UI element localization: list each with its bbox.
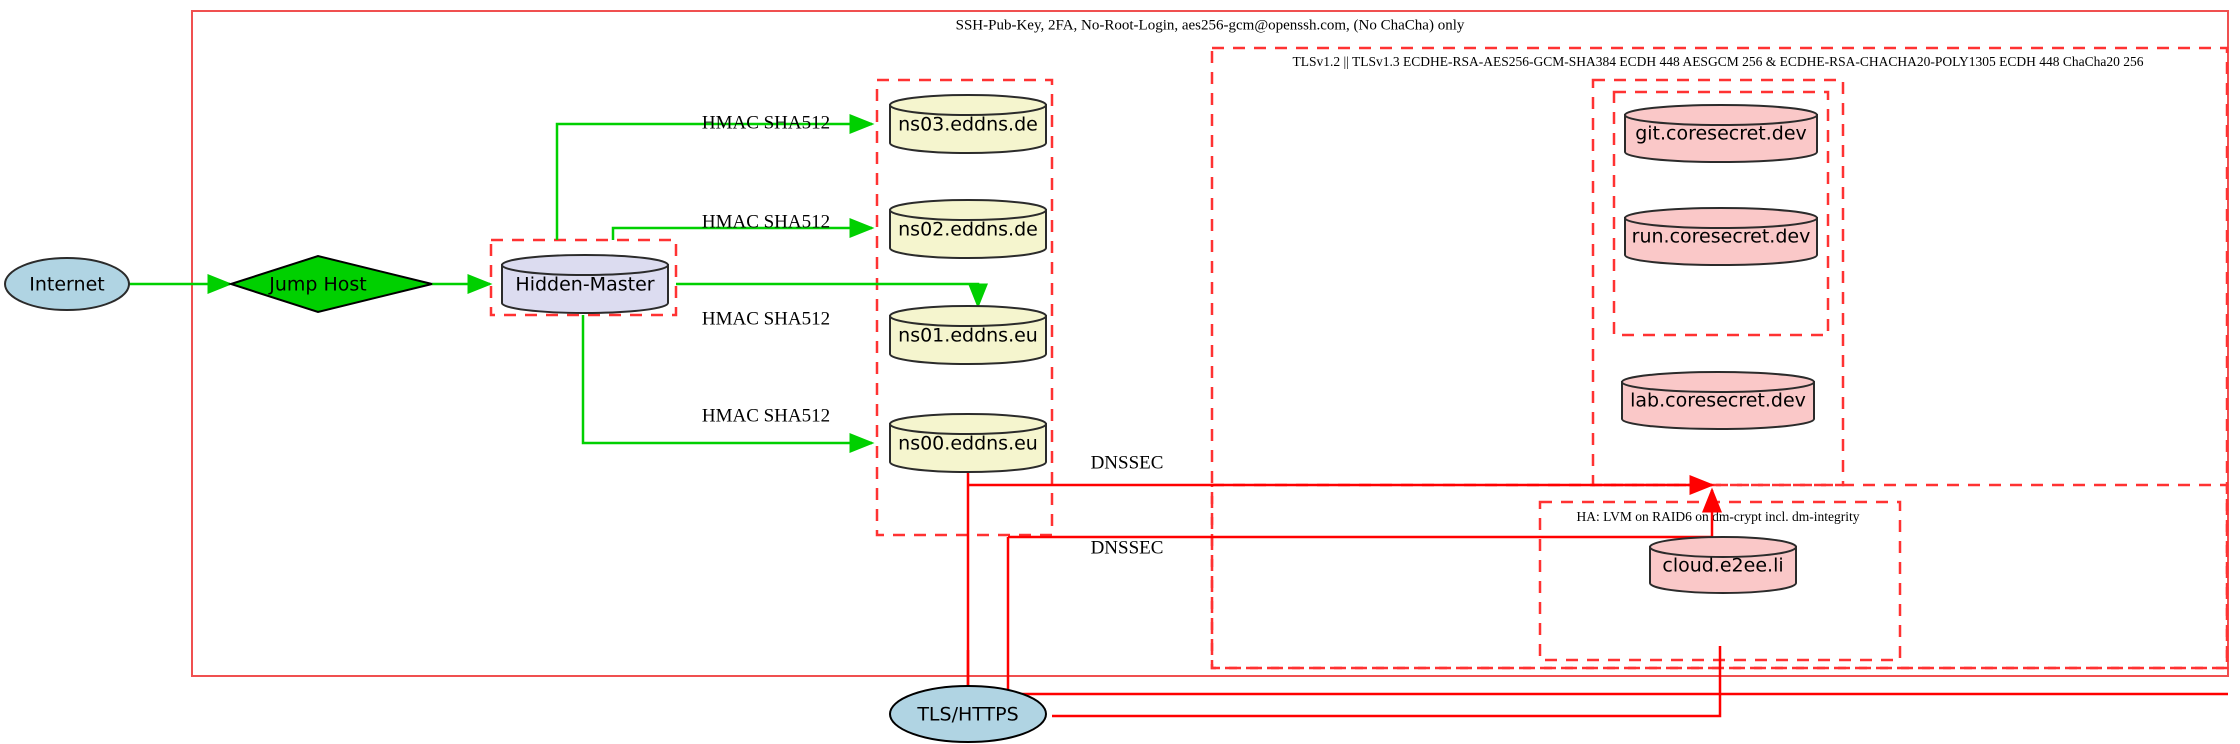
edge-hiddenmaster-ns03 [555, 114, 875, 240]
node-jump-host-label: Jump Host [268, 274, 367, 296]
ssh-boundary-frame [191, 10, 2229, 677]
edge-label-hmac-ns00: HMAC SHA512 [702, 405, 830, 426]
node-ns00-label: ns00.eddns.eu [898, 433, 1038, 455]
node-ns00[interactable]: ns00.eddns.eu [889, 413, 1047, 473]
edge-label-hmac-ns01: HMAC SHA512 [702, 308, 830, 329]
node-internet-label: Internet [29, 274, 104, 296]
node-tls-https[interactable]: TLS/HTTPS [889, 685, 1047, 743]
edge-tlshttps-lower [1052, 646, 1722, 718]
node-internet[interactable]: Internet [4, 257, 130, 311]
node-git-coresecret-label: git.coresecret.dev [1635, 123, 1807, 145]
edge-label-dnssec-lower: DNSSEC [1091, 537, 1164, 558]
edge-label-hmac-ns02: HMAC SHA512 [702, 211, 830, 232]
hidden-master-box [489, 238, 678, 317]
node-hidden-master[interactable]: Hidden-Master [501, 254, 669, 314]
edge-hiddenmaster-ns01 [676, 282, 988, 309]
edge-label-dnssec-upper: DNSSEC [1091, 452, 1164, 473]
node-cloud-e2ee[interactable]: cloud.e2ee.li [1649, 536, 1797, 594]
ha-banner-label: HA: LVM on RAID6 on dm-crypt incl. dm-in… [1577, 509, 1860, 524]
edge-hiddenmaster-ns02 [611, 218, 875, 240]
node-ns01[interactable]: ns01.eddns.eu [889, 305, 1047, 365]
nameservers-box [875, 78, 1054, 537]
tls-banner-label: TLSv1.2 || TLSv1.3 ECDHE-RSA-AES256-GCM-… [1293, 54, 2144, 69]
node-hidden-master-label: Hidden-Master [515, 274, 654, 296]
node-ns03[interactable]: ns03.eddns.de [889, 94, 1047, 154]
node-cloud-e2ee-label: cloud.e2ee.li [1662, 555, 1783, 577]
node-ns02-label: ns02.eddns.de [898, 219, 1038, 241]
node-ns02[interactable]: ns02.eddns.de [889, 199, 1047, 259]
node-run-coresecret[interactable]: run.coresecret.dev [1624, 207, 1818, 266]
node-tls-https-label: TLS/HTTPS [916, 704, 1018, 726]
coresecret-inner-box [1612, 90, 1830, 337]
node-lab-coresecret[interactable]: lab.coresecret.dev [1621, 371, 1815, 430]
ssh-banner-label: SSH-Pub-Key, 2FA, No-Root-Login, aes256-… [956, 17, 1465, 33]
node-ns03-label: ns03.eddns.de [898, 114, 1038, 136]
node-lab-coresecret-label: lab.coresecret.dev [1630, 390, 1806, 412]
edge-label-hmac-ns03: HMAC SHA512 [702, 112, 830, 133]
node-git-coresecret[interactable]: git.coresecret.dev [1624, 104, 1818, 163]
edge-hiddenmaster-ns00 [581, 315, 875, 453]
node-ns01-label: ns01.eddns.eu [898, 325, 1038, 347]
node-jump-host[interactable]: Jump Host [227, 254, 433, 314]
node-run-coresecret-label: run.coresecret.dev [1632, 226, 1811, 248]
